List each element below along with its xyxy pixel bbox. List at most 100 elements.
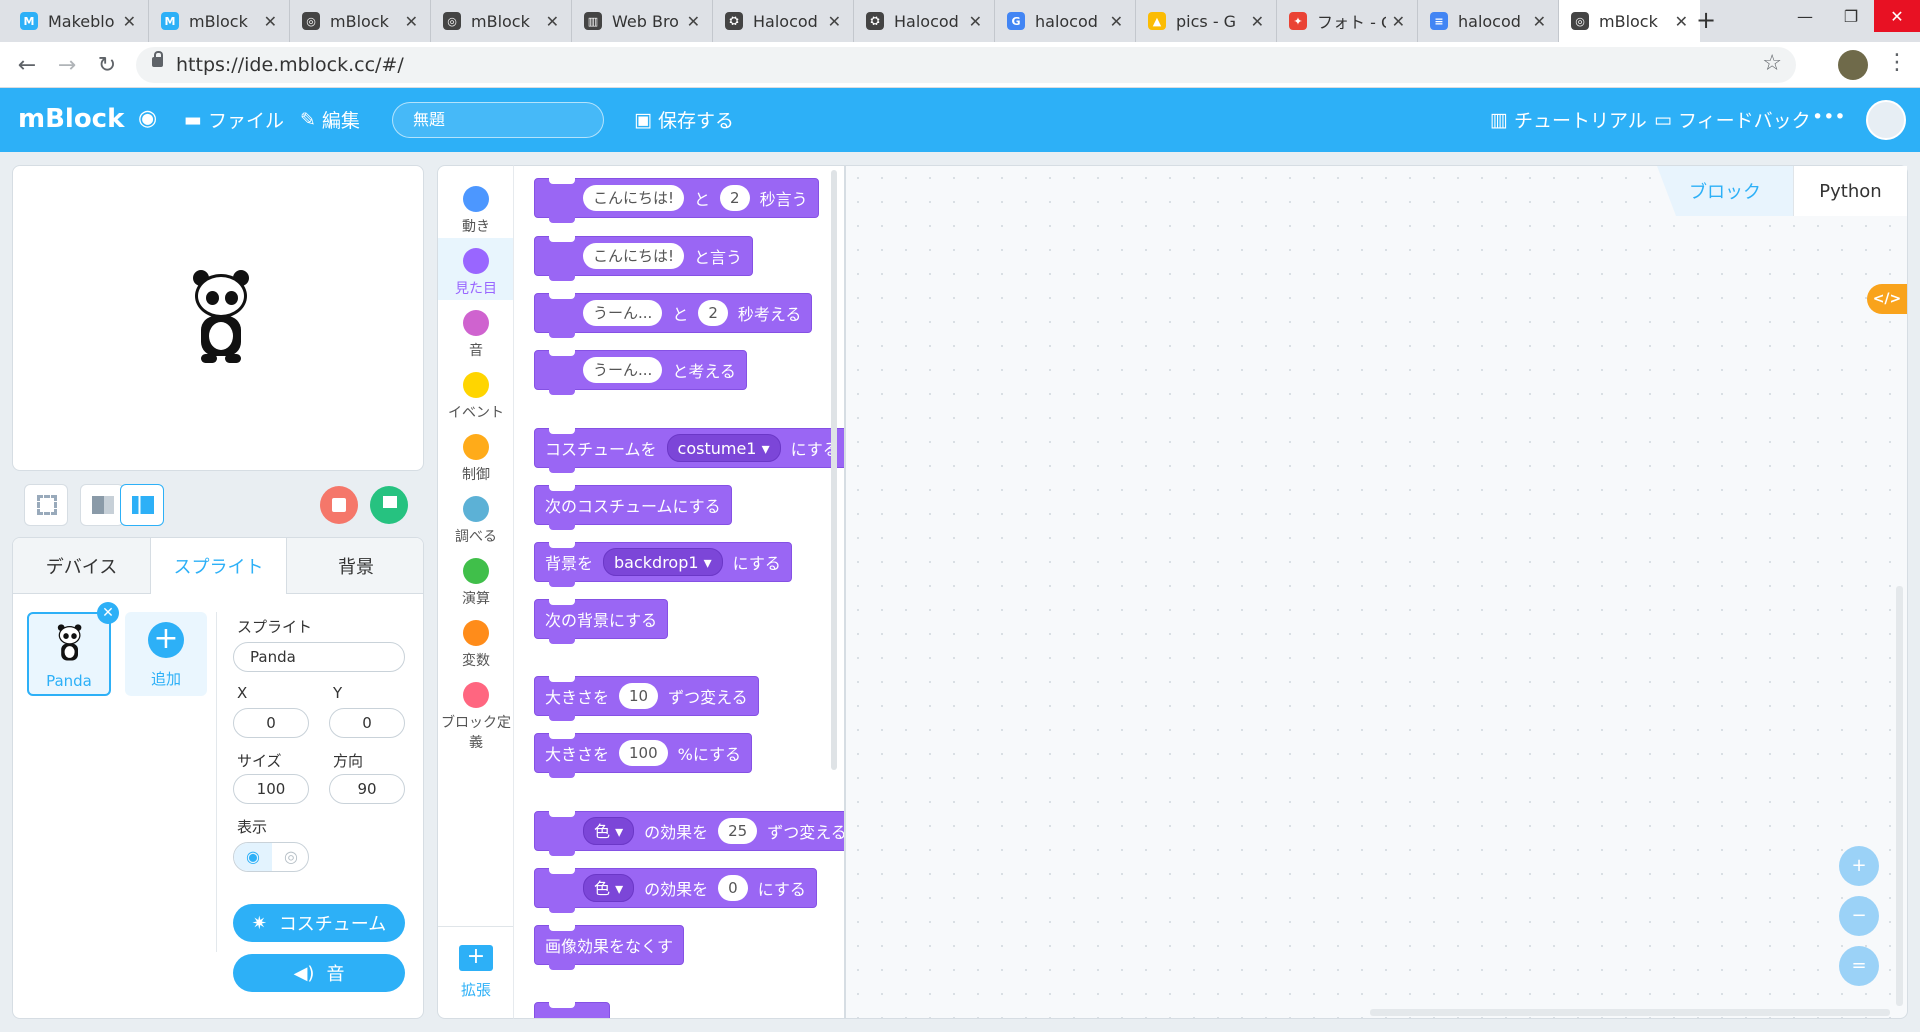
small-stage-button[interactable] [80, 484, 124, 526]
browser-tab[interactable]: ⛭Halocod✕ [854, 0, 995, 42]
zoom-out-icon[interactable]: − [1839, 896, 1879, 936]
reload-icon[interactable]: ↻ [97, 52, 117, 78]
category-1[interactable]: 見た目 [438, 238, 514, 300]
palette-scrollbar[interactable] [831, 170, 837, 770]
browser-tab[interactable]: ⛭Halocod✕ [713, 0, 854, 42]
clear-effects-block[interactable]: 画像効果をなくす [534, 925, 685, 970]
browser-tab[interactable]: ◎mBlock✕ [290, 0, 431, 42]
category-0[interactable]: 動き [438, 176, 514, 238]
back-icon[interactable]: ← [17, 52, 37, 78]
minimize-icon[interactable]: — [1797, 6, 1813, 26]
language-button[interactable]: ◉ [138, 106, 157, 131]
blocks-mode-tab[interactable]: ブロック [1657, 166, 1793, 216]
new-tab-button[interactable]: + [1696, 6, 1717, 34]
category-7[interactable]: 変数 [438, 610, 514, 672]
green-flag-button[interactable] [370, 486, 408, 524]
panda-sprite-image[interactable] [191, 270, 251, 364]
show-eye-icon[interactable]: ◉ [234, 843, 272, 871]
tab-close-icon[interactable]: ✕ [1391, 11, 1405, 31]
think-block[interactable]: うーん...と考える [534, 350, 747, 395]
forward-icon[interactable]: → [57, 52, 77, 78]
browser-tab[interactable]: ◎mBlock✕ [1559, 0, 1700, 42]
block-input[interactable]: こんにちは! [583, 185, 685, 211]
stage[interactable] [12, 165, 424, 471]
zoom-in-icon[interactable]: + [1839, 846, 1879, 886]
category-4[interactable]: 制御 [438, 424, 514, 486]
horizontal-scrollbar[interactable] [1370, 1009, 1890, 1016]
large-stage-button[interactable] [120, 484, 164, 526]
url-input[interactable]: https://ide.mblock.cc/#/ ☆ [136, 47, 1796, 83]
block-input[interactable]: うーん... [583, 357, 663, 383]
python-mode-tab[interactable]: Python [1793, 166, 1907, 216]
tab-close-icon[interactable]: ✕ [1532, 11, 1546, 31]
sprite-card-panda[interactable]: Panda [27, 612, 111, 696]
direction-field[interactable]: 90 [329, 774, 405, 804]
zoom-reset-icon[interactable]: = [1839, 946, 1879, 986]
fullscreen-button[interactable] [24, 484, 68, 526]
category-5[interactable]: 調べる [438, 486, 514, 548]
browser-tab[interactable]: ✦フォト - G✕ [1277, 0, 1418, 42]
feedback-button[interactable]: ▭フィードバック [1654, 106, 1811, 133]
browser-tab[interactable]: ▲pics - G✕ [1136, 0, 1277, 42]
block-input[interactable]: こんにちは! [583, 243, 685, 269]
tab-devices[interactable]: デバイス [13, 538, 150, 594]
browser-tab[interactable]: ▥Web Bro✕ [572, 0, 713, 42]
block-input[interactable]: 2 [698, 300, 728, 326]
block-input[interactable]: うーん... [583, 300, 663, 326]
block-input[interactable]: 100 [619, 740, 668, 766]
tab-sprites[interactable]: スプライト [150, 538, 287, 594]
code-view-toggle[interactable]: </> [1867, 284, 1907, 314]
next-backdrop-block[interactable]: 次の背景にする [534, 599, 669, 644]
profile-avatar[interactable] [1838, 50, 1868, 80]
block-input[interactable]: 10 [619, 683, 659, 709]
sound-button[interactable]: ◀)音 [233, 954, 405, 992]
maximize-icon[interactable]: ❐ [1843, 6, 1859, 26]
browser-tab[interactable]: ≡halocod✕ [1418, 0, 1559, 42]
y-field[interactable]: 0 [329, 708, 405, 738]
tab-close-icon[interactable]: ✕ [404, 11, 418, 31]
next-costume-block[interactable]: 次のコスチュームにする [534, 485, 732, 530]
window-close-icon[interactable]: ✕ [1874, 0, 1920, 32]
block-input[interactable]: 0 [718, 875, 748, 901]
block-input[interactable]: 2 [720, 185, 750, 211]
bookmark-star-icon[interactable]: ☆ [1762, 51, 1782, 76]
costume-button[interactable]: ✷コスチューム [233, 904, 405, 942]
effect-dropdown[interactable]: 色 ▾ [583, 817, 635, 845]
category-8[interactable]: ブロック定義 [438, 672, 514, 751]
add-sprite-button[interactable]: + 追加 [125, 612, 207, 696]
say-block[interactable]: こんにちは!と言う [534, 236, 754, 281]
vertical-scrollbar[interactable] [1896, 586, 1903, 1006]
tutorial-button[interactable]: ▥チュートリアル [1490, 106, 1647, 133]
category-3[interactable]: イベント [438, 362, 514, 424]
tab-close-icon[interactable]: ✕ [827, 11, 841, 31]
browser-menu-icon[interactable]: ⋮ [1886, 50, 1908, 75]
tab-close-icon[interactable]: ✕ [122, 11, 136, 31]
sprite-name-field[interactable]: Panda [233, 642, 405, 672]
stop-button[interactable] [320, 486, 358, 524]
file-menu[interactable]: ▬ファイル [184, 106, 284, 133]
more-menu-icon[interactable]: ••• [1812, 106, 1846, 128]
user-avatar[interactable] [1866, 100, 1906, 140]
block-input[interactable]: 25 [718, 818, 758, 844]
hide-eye-icon[interactable]: ◎ [284, 847, 298, 866]
x-field[interactable]: 0 [233, 708, 309, 738]
partial-block[interactable] [534, 1002, 610, 1018]
extension-button[interactable]: + 拡張 [438, 926, 514, 1020]
edit-menu[interactable]: ✎編集 [300, 106, 360, 133]
browser-tab[interactable]: ◎mBlock✕ [431, 0, 572, 42]
tab-close-icon[interactable]: ✕ [1250, 11, 1264, 31]
category-2[interactable]: 音 [438, 300, 514, 362]
tab-close-icon[interactable]: ✕ [545, 11, 559, 31]
tab-close-icon[interactable]: ✕ [263, 11, 277, 31]
delete-sprite-icon[interactable]: ✕ [97, 602, 119, 624]
script-area[interactable]: ブロック Python </> + − = [845, 165, 1908, 1019]
